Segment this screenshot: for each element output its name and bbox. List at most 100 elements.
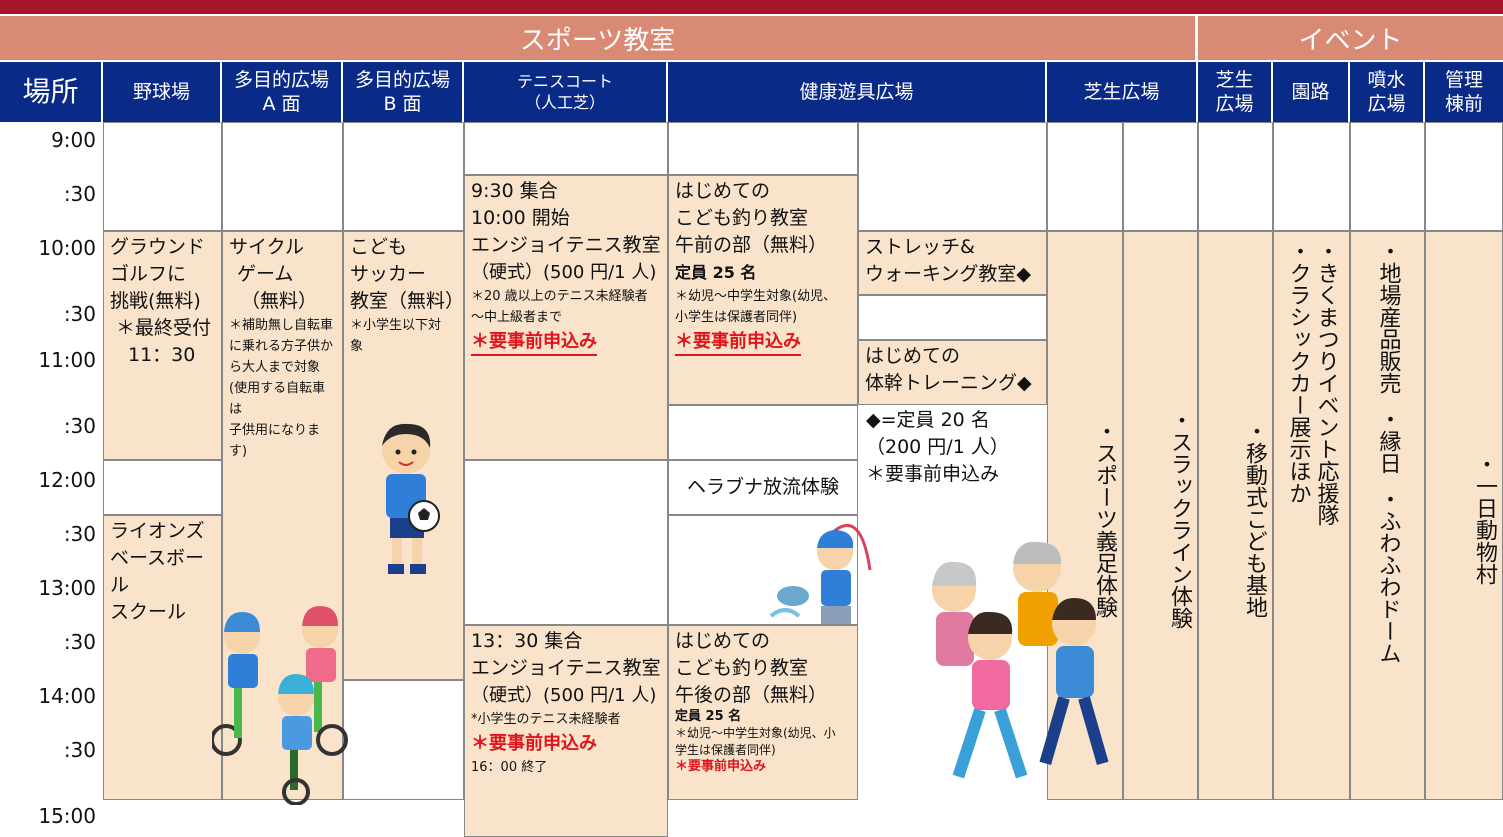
event-mobile-kids-base: ・移動式こども基地 [1198, 231, 1273, 800]
time-label: 15:00 [38, 804, 96, 828]
event-line: ＊最終受付 [116, 317, 212, 339]
top-bar [0, 0, 1503, 14]
event-line: ・移動式こども基地 [1242, 419, 1267, 618]
header-tennis: テニスコート （人工芝） [464, 62, 668, 122]
event-line: 午後の部（無料） [675, 684, 828, 706]
event-line: 10:00 開始 [471, 207, 570, 229]
event-stretch-walking: ストレッチ& ウォーキング教室◆ [858, 231, 1047, 295]
event-line: （200 円/1 人） [866, 436, 1009, 458]
header-lawn2: 芝生 広場 [1198, 62, 1273, 122]
time-label: 10:00 [38, 236, 96, 260]
time-label: :30 [63, 414, 96, 438]
event-line: 教室（無料） [350, 290, 464, 312]
event-line: ゲーム [237, 263, 294, 285]
event-line: はじめての [675, 180, 771, 202]
event-line: エンジョイテニス教室 [471, 657, 661, 679]
event-note: ＊20 歳以上のテニス未経験者 [471, 289, 648, 304]
event-note: 子供用になります) [229, 423, 321, 459]
empty-cell [1198, 122, 1273, 231]
event-line: ゴルフに [110, 263, 187, 285]
event-line: ・スポーツ義足体験 [1092, 419, 1117, 618]
reservation-required: ＊要事前申込み [675, 759, 767, 774]
event-kikumatsuri: ・きくまつりイベント応援隊 [1313, 240, 1339, 526]
event-line: （硬式）(500 円/1 人) [471, 685, 657, 706]
empty-cell [103, 122, 222, 231]
header-lawn: 芝生広場 [1047, 62, 1198, 122]
header-multi-a: 多目的広場 A 面 [222, 62, 343, 122]
event-kids-soccer: こども サッカー 教室（無料） ＊小学生以下対 象 [343, 231, 464, 680]
event-note: (使用する自転車は [229, 381, 326, 417]
event-line: ◆=定員 20 名 [866, 409, 990, 431]
header-baseball: 野球場 [103, 62, 222, 122]
header-admin: 管理 棟前 [1425, 62, 1503, 122]
event-path-column: ・きくまつりイベント応援隊 ・クラシックカー展示ほか [1273, 231, 1350, 800]
soccer-boy-illustration [382, 423, 440, 574]
header-place: 場所 [0, 62, 103, 122]
header-health: 健康遊具広場 [668, 62, 1047, 122]
event-capacity: 定員 25 名 [675, 709, 742, 724]
empty-cell [464, 460, 668, 625]
event-note: ～中上級者まで [471, 310, 563, 325]
reservation-required: ＊要事前申込み [675, 331, 801, 356]
time-label: 11:00 [38, 348, 96, 372]
event-line: エンジョイテニス教室 [471, 234, 661, 256]
time-label: 13:00 [38, 576, 96, 600]
event-line: こども釣り教室 [675, 657, 809, 679]
event-note: *小学生のテニス未経験者 [471, 712, 621, 727]
event-line: ライオンズ [110, 520, 205, 542]
cyclists-illustration [212, 606, 348, 805]
empty-cell [1350, 122, 1425, 231]
header-fountain: 噴水 広場 [1350, 62, 1425, 122]
header-path: 園路 [1273, 62, 1350, 122]
event-fountain-column: ・地場産品販売 ・縁日 ・ふわふわドーム [1350, 231, 1425, 800]
reservation-required: ＊要事前申込み [866, 463, 1000, 485]
empty-cell [668, 122, 858, 175]
event-lions-baseball: ライオンズ ベースボール スクール [103, 515, 222, 800]
event-herabuna: ヘラブナ放流体験 [668, 460, 858, 515]
event-line: こども釣り教室 [675, 207, 809, 229]
event-line: ヘラブナ放流体験 [686, 476, 839, 498]
empty-cell [343, 680, 464, 800]
time-label: 14:00 [38, 684, 96, 708]
time-label: :30 [63, 182, 96, 206]
event-fishing-am: はじめての こども釣り教室 午前の部（無料） 定員 25 名 ＊幼児～中学生対象… [668, 175, 858, 405]
event-line: ストレッチ& [865, 236, 975, 258]
event-line: こども [350, 236, 408, 258]
event-line: 11：30 [128, 344, 196, 366]
empty-cell [668, 405, 858, 460]
category-events: イベント [1198, 16, 1503, 60]
event-note: ＊幼児～中学生対象(幼児、小 [675, 726, 836, 740]
event-local-products: ・地場産品販売 [1375, 240, 1401, 394]
event-line: グラウンド [110, 236, 206, 258]
event-classic-car: ・クラシックカー展示ほか [1285, 240, 1311, 504]
event-fuwafuwa: ・ふわふわドーム [1375, 488, 1401, 664]
event-line: 体幹トレーニング◆ [865, 372, 1032, 394]
empty-cell [1425, 122, 1503, 231]
event-note: ら大人まで対象 [229, 360, 321, 375]
category-sports: スポーツ教室 [0, 16, 1197, 60]
event-note: に乗れる方子供か [229, 339, 334, 354]
event-line: 13：30 集合 [471, 630, 583, 652]
time-label: :30 [63, 302, 96, 326]
event-note: 学生は保護者同伴) [675, 743, 776, 757]
event-note: ＊補助無し自転車 [229, 318, 334, 333]
header-multi-b: 多目的広場 B 面 [343, 62, 464, 122]
event-line: 9:30 集合 [471, 180, 558, 202]
empty-cell [464, 122, 668, 175]
event-line: ・スラックライン体験 [1167, 408, 1192, 629]
empty-cell [1273, 122, 1350, 231]
event-line: 午前の部（無料） [675, 234, 828, 256]
reservation-required: ＊要事前申込み [471, 733, 597, 754]
event-note: 16：00 終了 [471, 760, 548, 775]
event-line: ウォーキング教室◆ [865, 263, 1032, 285]
event-line: サイクル [229, 236, 305, 258]
event-line: スクール [110, 601, 187, 623]
event-line: 挑戦(無料) [110, 290, 201, 312]
reservation-required: ＊要事前申込み [471, 331, 597, 356]
event-fishing-pm: はじめての こども釣り教室 午後の部（無料） 定員 25 名 ＊幼児～中学生対象… [668, 625, 858, 800]
empty-cell [222, 122, 343, 231]
core-training-note: ◆=定員 20 名 （200 円/1 人） ＊要事前申込み [858, 405, 1047, 515]
empty-cell [1047, 122, 1123, 231]
event-tennis-am: 9:30 集合 10:00 開始 エンジョイテニス教室 （硬式）(500 円/1… [464, 175, 668, 460]
event-line: はじめての [865, 345, 961, 367]
